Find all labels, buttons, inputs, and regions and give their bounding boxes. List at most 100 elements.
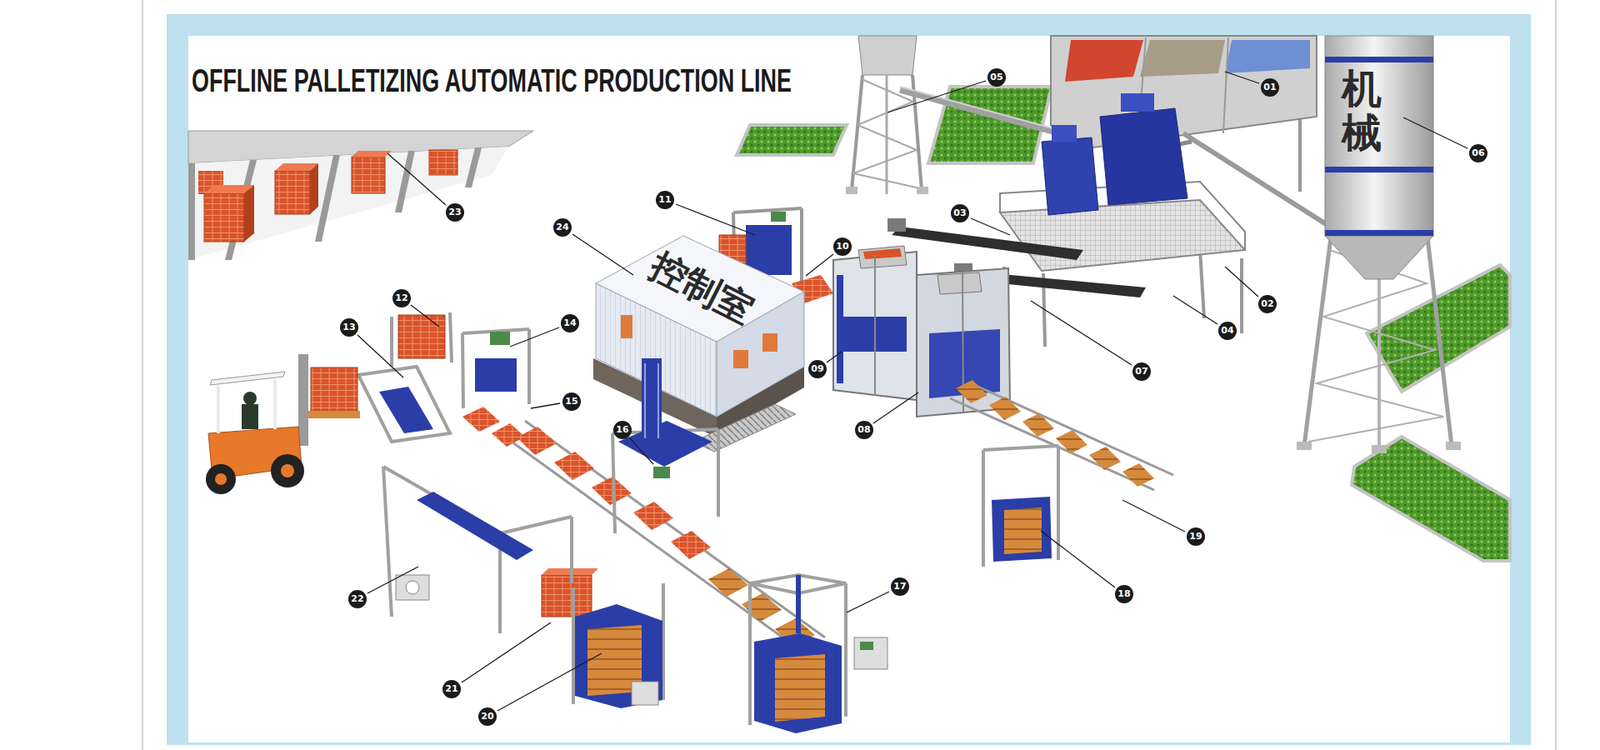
mixer-platform [1120, 93, 1155, 112]
forklift [243, 391, 257, 405]
exit-conveyor [1122, 463, 1155, 487]
cuber [612, 433, 615, 534]
mixer-platform [1000, 93, 1245, 347]
storage-yard [351, 156, 385, 194]
lawn [1351, 436, 1510, 561]
aggregate-bins [1140, 40, 1225, 77]
leader-line [387, 153, 446, 205]
finished-stacker [775, 654, 825, 722]
brick-row [516, 426, 557, 455]
block-machine [937, 272, 982, 295]
lawn [736, 125, 847, 155]
forklift [273, 379, 277, 430]
frame [166, 14, 1531, 745]
storage-yard [465, 147, 482, 188]
finished-stacker [754, 633, 842, 734]
forklift [310, 367, 358, 411]
block-machine [874, 255, 876, 396]
control-room [595, 235, 805, 342]
storage-yard [315, 155, 340, 242]
leader-line [1122, 500, 1185, 532]
callout-number: 12 [392, 289, 411, 308]
feed-belts [887, 218, 906, 232]
leader-line [410, 305, 440, 327]
leader-line [357, 335, 404, 378]
transfer-frame [383, 466, 572, 634]
pallet-return-stacker [575, 604, 663, 709]
aggregate-bins [1065, 40, 1144, 82]
pallet-feeder [800, 208, 804, 282]
forklift [270, 454, 305, 488]
transfer-frame [383, 466, 392, 617]
exit-conveyor [950, 398, 1155, 490]
transfer-frame [395, 575, 430, 600]
mixer-platform [1000, 200, 1245, 271]
forklift [216, 385, 220, 434]
block-machine [833, 245, 1010, 417]
cuber [612, 358, 719, 534]
room-sign: 控制室 [641, 241, 762, 335]
aggregate-bins [1223, 37, 1229, 134]
cuber [641, 358, 662, 442]
forklift [241, 404, 259, 430]
forklift [280, 464, 295, 478]
frame [141, 0, 144, 750]
pallet-return-stacker [541, 575, 592, 617]
left-line [527, 329, 531, 405]
forklift [210, 371, 285, 385]
leader-line [846, 591, 890, 613]
callout-number: 04 [1218, 321, 1237, 340]
pallet-feeder [770, 211, 786, 222]
silo-lettering: 机械 [1341, 66, 1382, 155]
pallet-stacker [983, 445, 1059, 450]
callout-number: 14 [560, 314, 580, 333]
brick-row [554, 451, 595, 480]
leader-line [510, 327, 560, 347]
callout-number: 01 [1260, 78, 1280, 97]
control-room [762, 333, 778, 352]
cement-silo [1325, 235, 1434, 280]
brick-row [670, 530, 711, 560]
cuber [618, 420, 713, 467]
callout-number: 17 [890, 577, 910, 596]
finished-stacker [750, 575, 888, 734]
leader-line [805, 254, 834, 276]
left-line [462, 333, 464, 409]
leader-line [497, 653, 602, 711]
control-room [620, 315, 633, 339]
callout-number: 09 [808, 360, 827, 379]
callout-number: 18 [1115, 585, 1134, 604]
brick-row [741, 593, 782, 622]
forklift [298, 354, 309, 446]
mixer-platform [1100, 108, 1188, 205]
forklift [205, 464, 236, 495]
leader-line [1225, 266, 1259, 297]
transfer-frame [416, 491, 534, 560]
leader-line [1225, 71, 1260, 84]
control-room [733, 350, 749, 369]
transfer-frame [405, 580, 420, 595]
exit-conveyor [1089, 446, 1121, 470]
cement-silo [1296, 441, 1312, 450]
cement-silo [1427, 237, 1452, 446]
pallet-stacker [983, 445, 1059, 567]
block-machine [836, 275, 844, 384]
block-machine [833, 251, 917, 400]
callout-number: 13 [340, 318, 359, 337]
callout-number: 19 [1186, 527, 1205, 546]
aggregate-bins [1225, 40, 1310, 74]
frame [188, 35, 1510, 743]
left-line [390, 316, 394, 367]
cuber [716, 429, 720, 517]
title: OFFLINE PALLETIZING AUTOMATIC PRODUCTION… [191, 63, 792, 100]
pallet-return-stacker [571, 587, 575, 705]
callout-number: 16 [613, 420, 632, 440]
cement-tower [916, 186, 929, 195]
cuber [653, 466, 670, 479]
mixer-platform [1240, 258, 1244, 334]
callout-number: 21 [442, 680, 461, 699]
cement-silo [1325, 35, 1434, 236]
callout-number: 05 [987, 68, 1006, 87]
